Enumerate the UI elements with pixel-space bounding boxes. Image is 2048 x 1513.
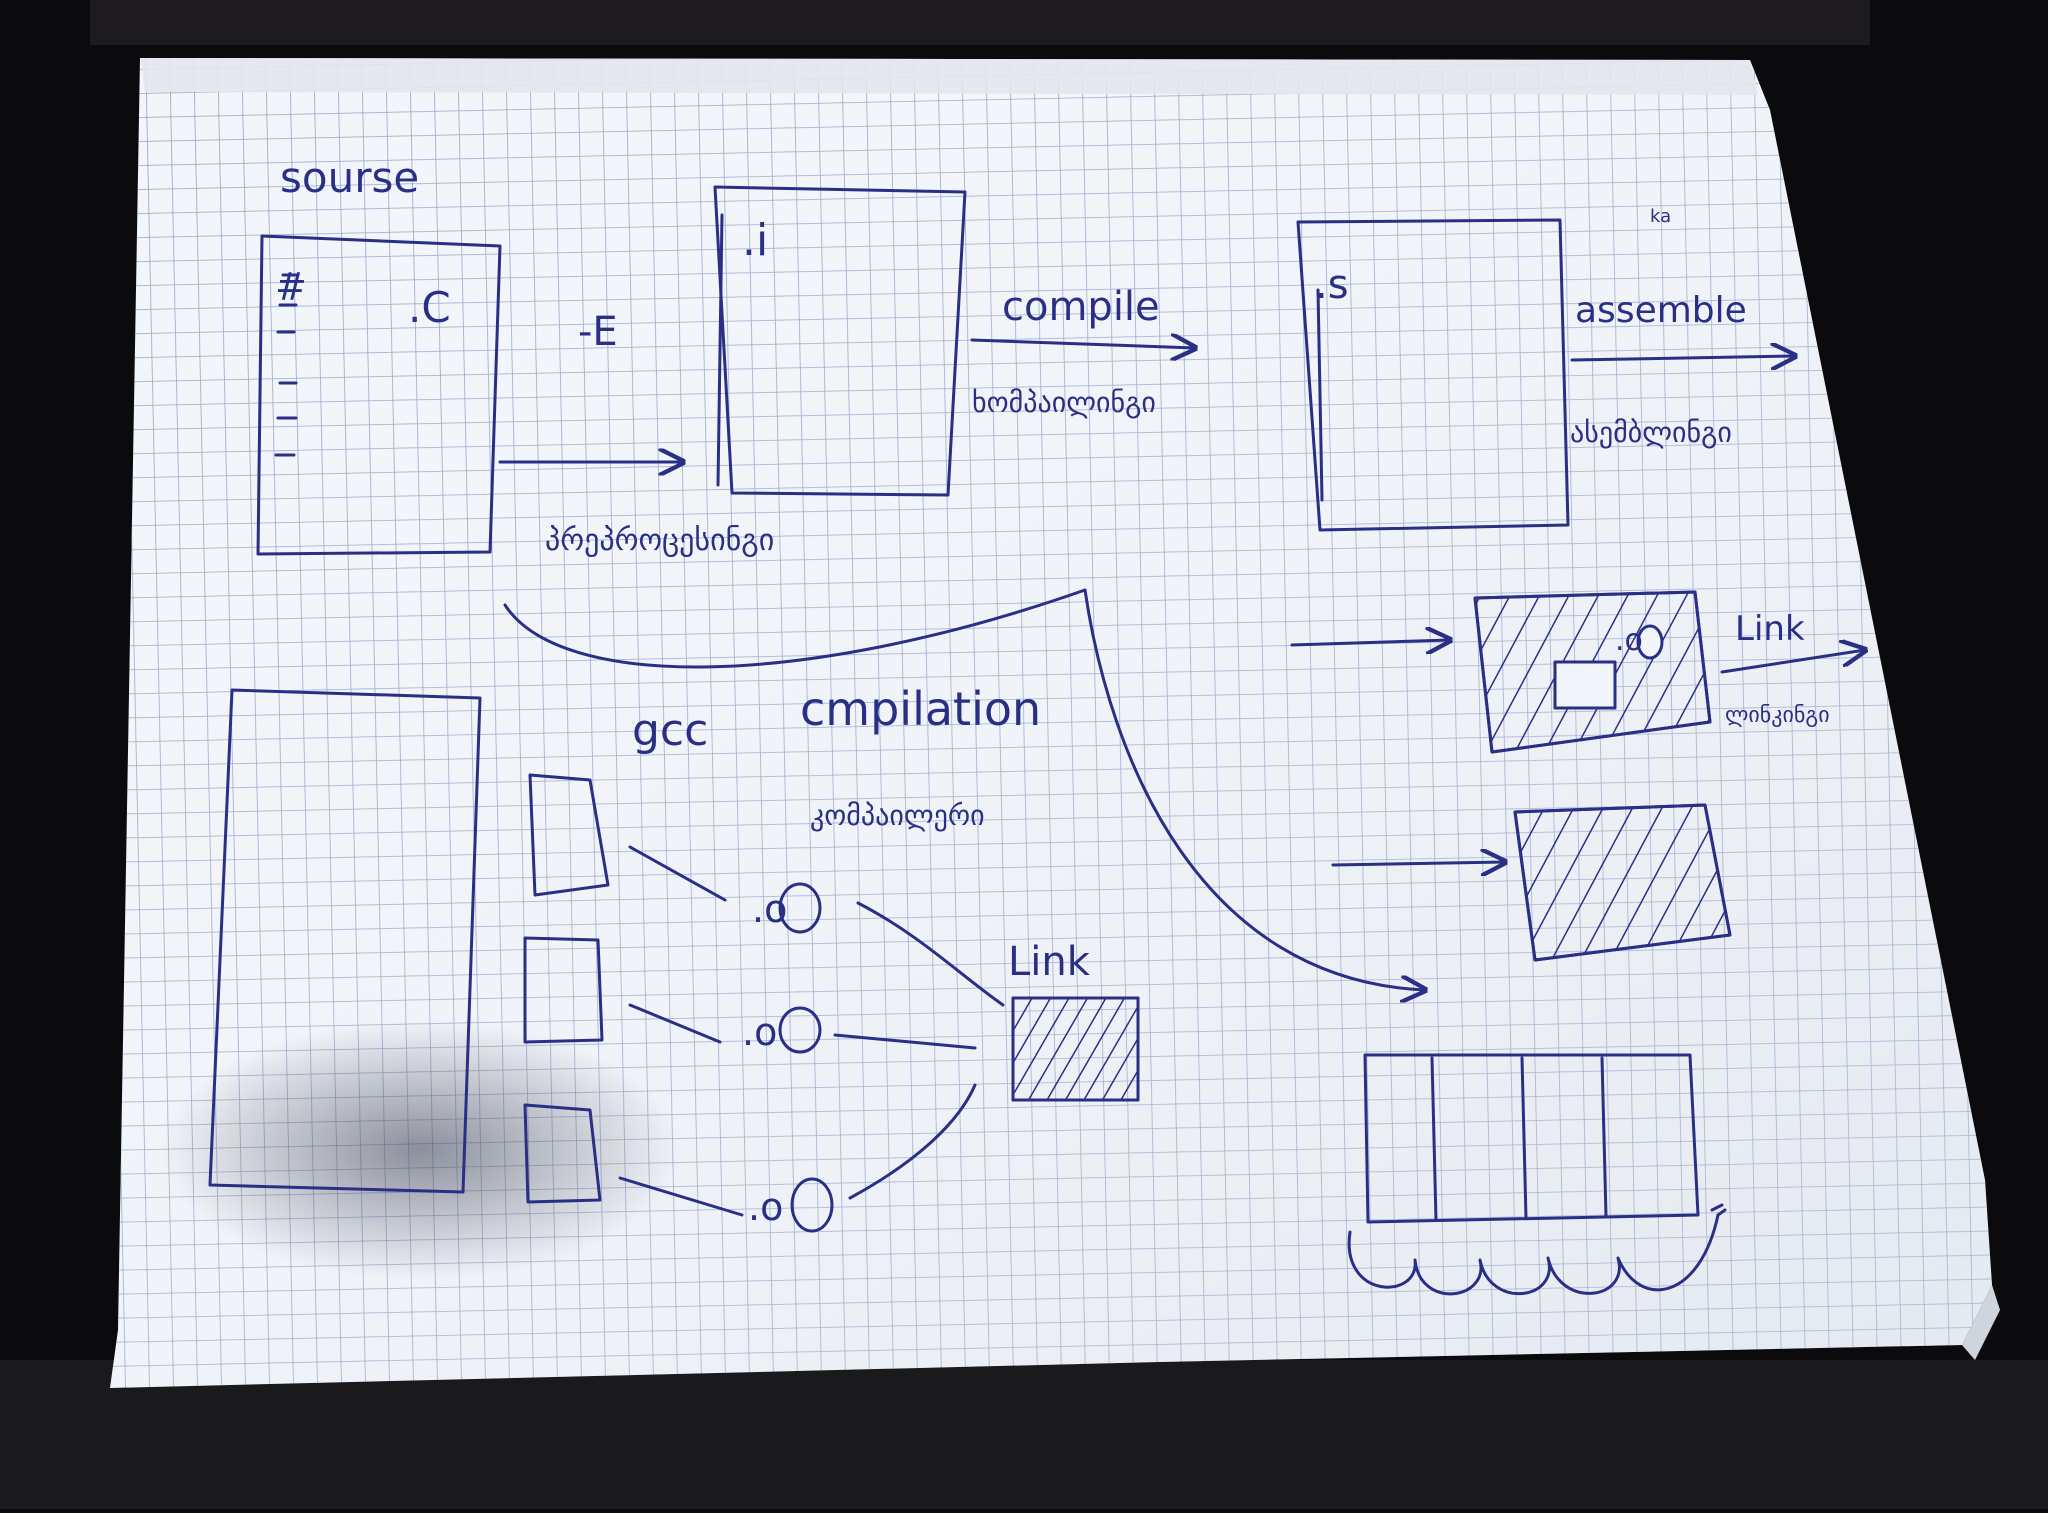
label-compile-ka: ხომპაილინგი	[972, 386, 1156, 419]
binding-strip	[140, 58, 1758, 95]
object-circle-2	[778, 1006, 822, 1054]
edge-src1-obj1	[628, 845, 727, 902]
library-file-box	[1513, 803, 1732, 962]
label-o-ext-3: .o	[748, 1185, 783, 1229]
source-file-3	[523, 1103, 602, 1204]
label-assemble-ka: ასემბლინგი	[1570, 416, 1732, 449]
label-o-ext-2: .o	[742, 1010, 777, 1054]
label-c-ext: .C	[408, 283, 451, 332]
program-box	[208, 688, 482, 1194]
preprocessed-box	[713, 185, 967, 497]
assembly-box	[1296, 218, 1570, 532]
edge-obj2-link	[833, 1033, 977, 1050]
assemble-arrow	[1570, 356, 1795, 360]
label-hash: #	[275, 265, 307, 309]
compile-arrow	[970, 340, 1195, 348]
preprocessed-box-edge	[716, 213, 724, 487]
label-preprocess-ka: პრეპროცესინგი	[545, 523, 774, 558]
source-box	[256, 234, 502, 556]
source-lines	[274, 273, 300, 457]
executable-box	[1347, 1053, 1727, 1296]
label-flag-e: -E	[578, 309, 618, 355]
executable-loops	[1347, 1213, 1720, 1296]
gcc-brace	[503, 588, 1087, 669]
source-file-2	[523, 936, 604, 1044]
link-arrow-right	[1720, 650, 1865, 674]
labels: sourse .C # -E პრეპროცესინგი .i compile …	[275, 153, 1830, 1229]
linker-box	[1011, 996, 1140, 1102]
label-assemble: assemble	[1575, 290, 1747, 331]
label-s-ext: .s	[1315, 262, 1349, 308]
link-curve-arrow	[1083, 588, 1425, 990]
label-compilation: cmpilation	[800, 682, 1041, 736]
label-o-ext-1: .o	[752, 887, 787, 931]
label-o-ext-right: .o	[1615, 623, 1643, 658]
label-source: sourse	[280, 153, 419, 202]
label-link-right: Link	[1735, 609, 1805, 649]
assembly-box-edge	[1316, 288, 1324, 502]
label-link-right-ka: ლინკინგი	[1725, 703, 1830, 728]
edge-obj1-link	[856, 901, 1005, 1007]
notebook-page	[110, 58, 2000, 1388]
back-object	[90, 0, 1870, 45]
label-small-mark: ka	[1650, 206, 1671, 227]
edge-src2-obj2	[628, 1003, 722, 1044]
object-circle-1	[778, 882, 822, 934]
edge-src3-obj3	[618, 1176, 744, 1217]
label-i-ext: .i	[742, 215, 768, 266]
desk-edge	[0, 1360, 2048, 1509]
arrow-to-library	[1331, 862, 1505, 865]
hand-shadow	[160, 1020, 680, 1280]
arrow-to-object	[1290, 640, 1450, 645]
edge-obj3-link	[848, 1083, 977, 1200]
object-file-box	[1473, 590, 1712, 754]
label-compilation-ka: კომპაილერი	[810, 799, 985, 832]
object-circle-3	[790, 1177, 834, 1233]
label-gcc: gcc	[632, 705, 708, 756]
label-link-center: Link	[1008, 939, 1091, 985]
source-file-1	[528, 773, 610, 897]
label-compile: compile	[1002, 284, 1160, 330]
